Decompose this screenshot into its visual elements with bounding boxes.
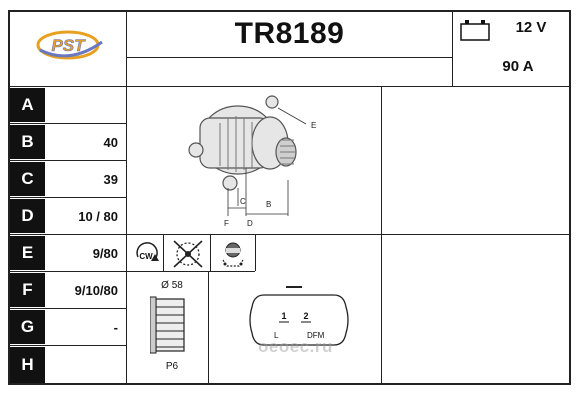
grid-line [210, 234, 211, 271]
grid-line [381, 86, 382, 385]
grid-line [452, 10, 453, 86]
pulley-diameter: Ø 58 [161, 280, 183, 291]
pulley-type: P6 [165, 361, 179, 372]
grid-line [10, 345, 126, 346]
connector-left-label: L [274, 331, 279, 340]
dim-label-b: B [266, 200, 271, 209]
pulley-icon [149, 295, 190, 355]
grid-line [255, 234, 256, 271]
connector-right-label: DFM [307, 331, 325, 340]
row-label-c: C [10, 162, 45, 196]
battery-icon [458, 18, 492, 42]
clockwise-rotation-icon: CW [133, 239, 161, 269]
row-value-b: 40 [103, 134, 118, 150]
grid-line [10, 123, 126, 124]
grid-line [126, 10, 127, 385]
watermark-text: oeoec.ru [258, 337, 333, 356]
part-number-title: TR8189 [234, 17, 345, 50]
voltage-value: 12 V [515, 19, 547, 36]
fan-icon [170, 238, 206, 270]
grid-line [10, 197, 126, 198]
grid-line [208, 271, 209, 385]
row-label-a: A [10, 88, 45, 122]
row-value-d: 10 / 80 [78, 208, 118, 224]
row-value-f: 9/10/80 [74, 282, 118, 298]
row-label-f: F [10, 273, 45, 307]
grid-line [10, 160, 126, 161]
dim-label-d: D [247, 219, 253, 228]
dim-label-e: E [311, 121, 316, 130]
row-value-g: - [113, 319, 118, 335]
amperage-value: 90 A [502, 58, 534, 75]
regulator-icon [215, 238, 251, 270]
dim-label-f: F [224, 219, 229, 228]
spec-sheet-frame [8, 10, 571, 385]
grid-line [10, 234, 571, 235]
pin-1-label: 1 [281, 311, 286, 321]
logo-text: PST [51, 36, 86, 55]
row-label-d: D [10, 199, 45, 233]
alternator-drawing: E C B F D [128, 88, 380, 233]
grid-line [163, 234, 164, 271]
row-value-h [46, 347, 124, 383]
row-label-b: B [10, 125, 45, 159]
pin-2-label: 2 [303, 311, 308, 321]
row-value-a [46, 88, 124, 122]
row-value-c: 39 [103, 171, 118, 187]
dim-label-c: C [240, 197, 246, 206]
brand-logo: PST [30, 20, 110, 70]
grid-line [10, 271, 255, 272]
grid-line [10, 86, 571, 87]
row-value-e: 9/80 [92, 245, 118, 261]
connector-plug-diagram: 1 2 L DFM [244, 285, 354, 355]
row-label-e: E [10, 236, 45, 270]
rotation-label: CW [139, 252, 153, 261]
row-label-h: H [10, 347, 45, 383]
row-label-g: G [10, 310, 45, 344]
grid-line [127, 57, 452, 58]
grid-line [10, 308, 126, 309]
